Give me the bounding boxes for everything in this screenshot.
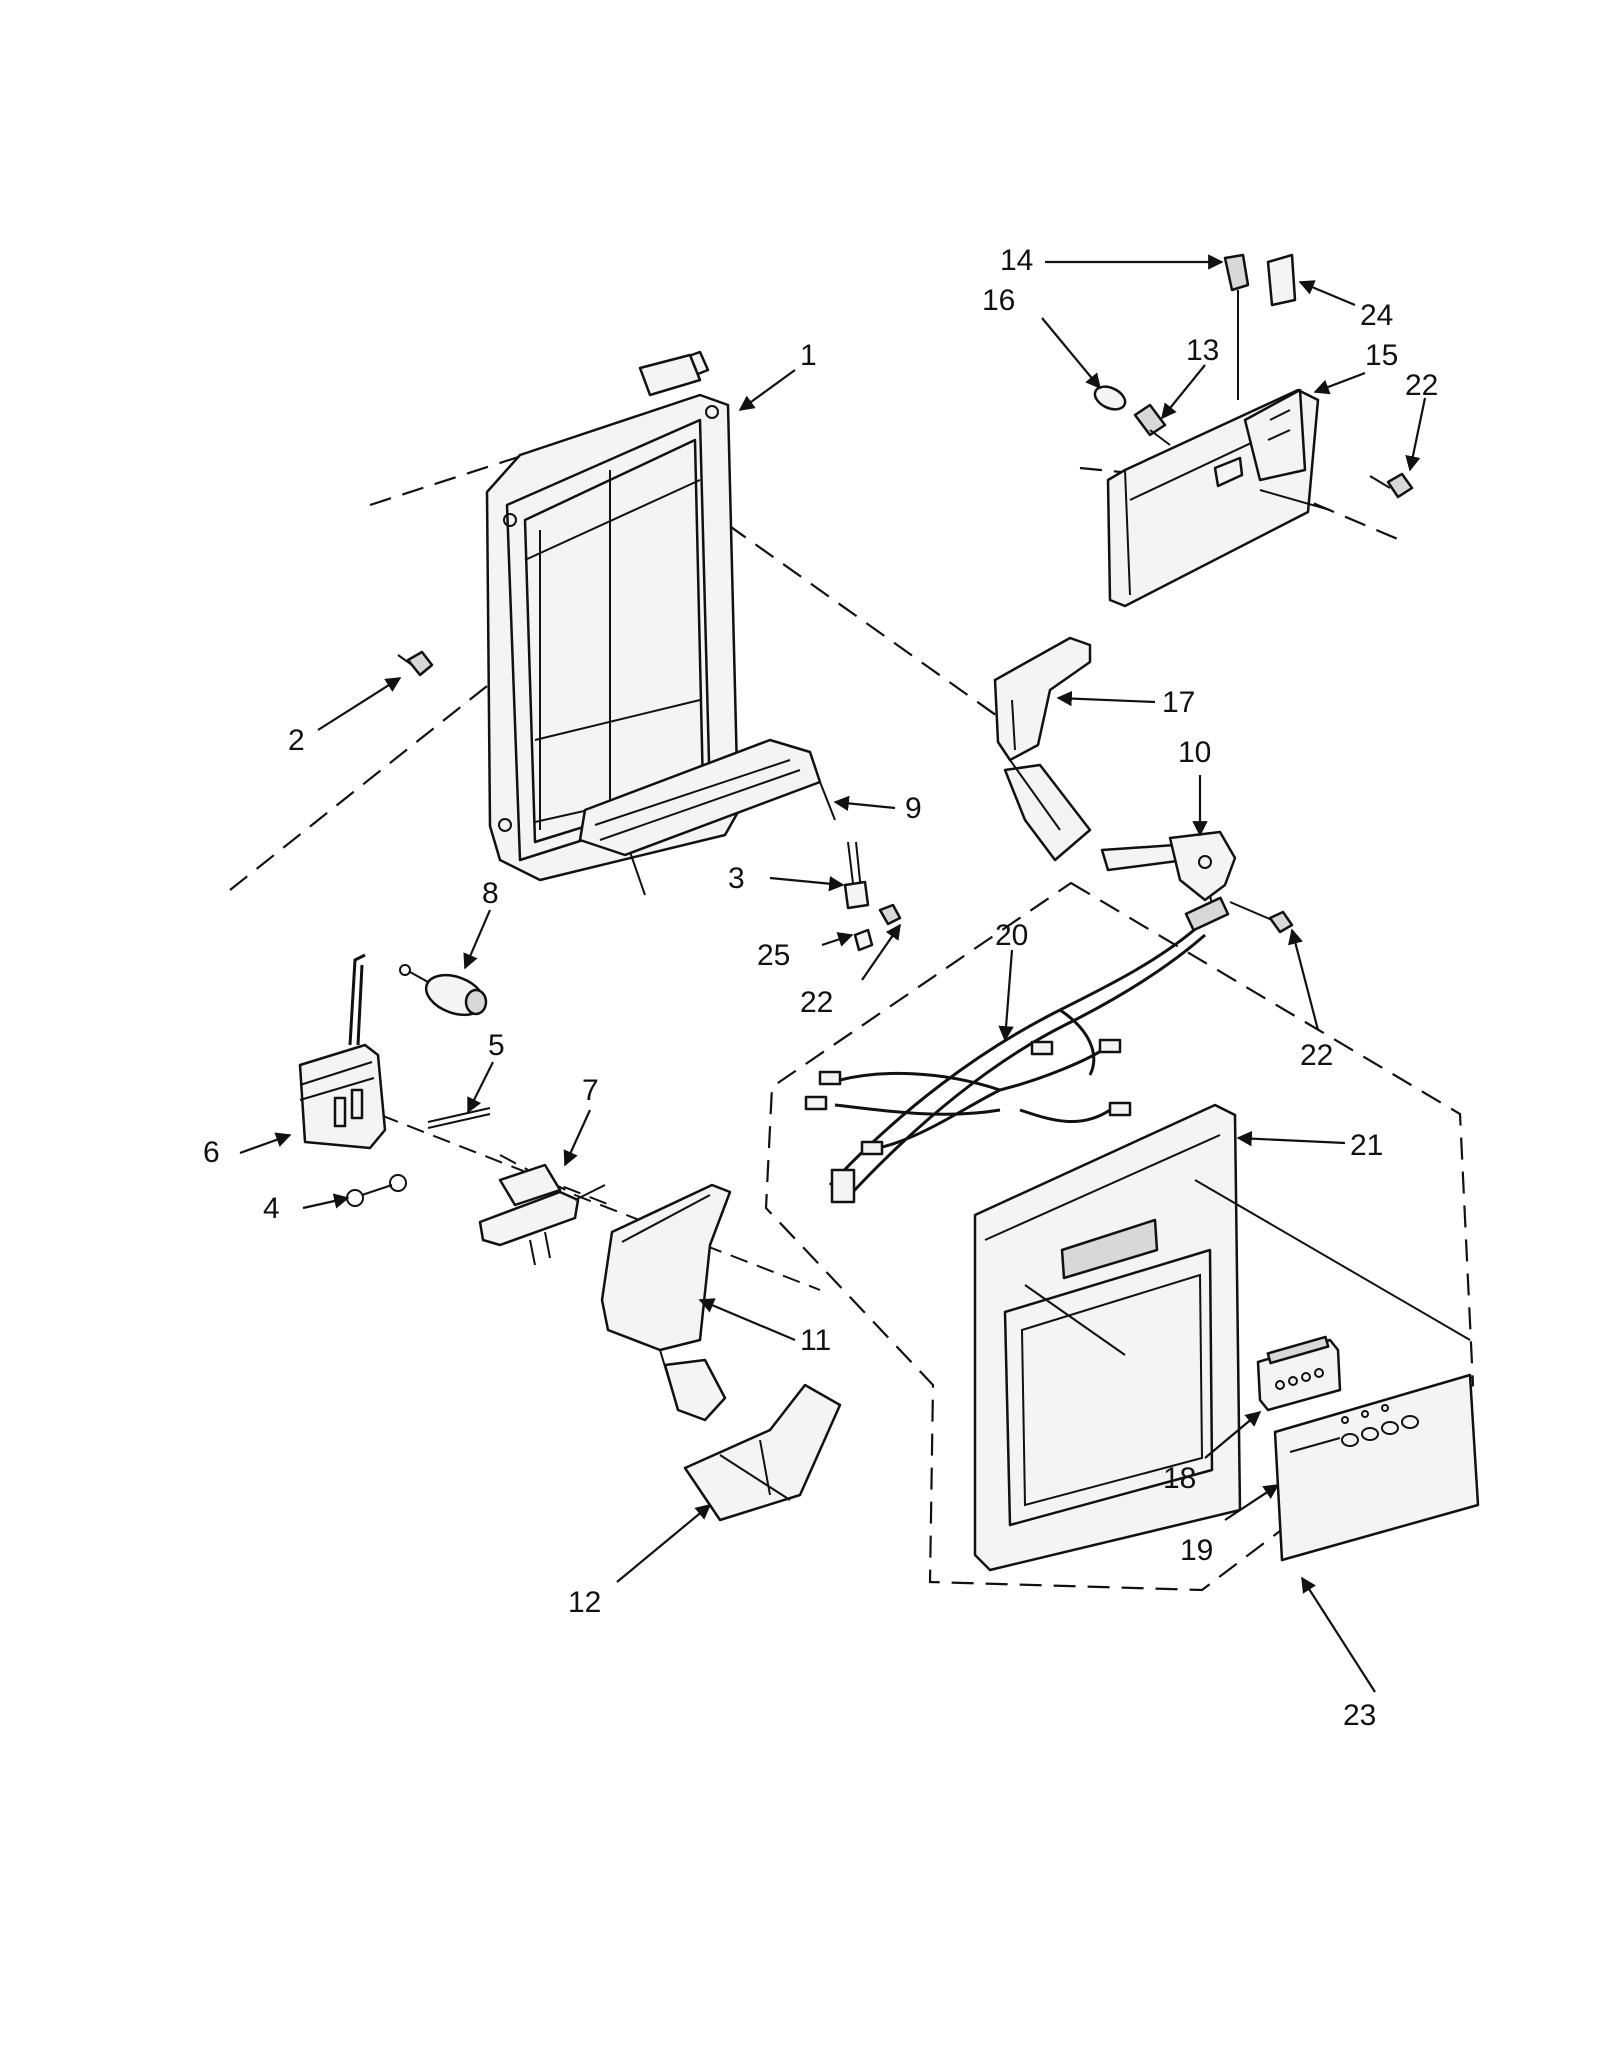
actuator-10	[1100, 830, 1237, 921]
callout-labels: 1 2 3 4 5 6 7 8 9 10 11 12 13 14 15 16 1…	[203, 244, 1438, 1732]
screw-2	[397, 650, 434, 677]
callout-6: 6	[203, 1136, 220, 1169]
callout-25: 25	[757, 939, 790, 972]
callout-16: 16	[982, 284, 1015, 317]
callout-24: 24	[1360, 299, 1393, 332]
callout-17: 17	[1162, 686, 1195, 719]
callout-3: 3	[728, 862, 745, 895]
callout-22c: 22	[1300, 1039, 1333, 1072]
chute-flap	[578, 738, 836, 896]
callout-15: 15	[1365, 339, 1398, 372]
lamp-socket	[1133, 403, 1171, 446]
spring-4	[346, 1174, 407, 1207]
callout-4: 4	[263, 1192, 280, 1225]
callout-13: 13	[1186, 334, 1219, 367]
lamp-housing	[1106, 388, 1331, 608]
callout-20: 20	[995, 919, 1028, 952]
callout-14: 14	[1000, 244, 1033, 277]
dispenser-housing	[485, 350, 740, 882]
callout-23: 23	[1343, 1699, 1376, 1732]
switch-board-18	[1256, 1335, 1342, 1412]
assembly-boundary-lines	[229, 448, 1401, 1291]
overlay-19	[1273, 1373, 1480, 1562]
callout-7: 7	[582, 1074, 599, 1107]
callout-21: 21	[1350, 1129, 1383, 1162]
screw-22-mid	[878, 903, 902, 926]
control-assembly-outline	[764, 881, 1475, 1592]
wire-harness-20	[804, 896, 1230, 1204]
chute-insert-12	[683, 1383, 842, 1522]
callout-5: 5	[488, 1029, 505, 1062]
callout-18: 18	[1163, 1462, 1196, 1495]
callout-11: 11	[800, 1324, 831, 1357]
callout-10: 10	[1178, 736, 1211, 769]
callout-22a: 22	[1405, 369, 1438, 402]
bracket-7	[478, 1163, 606, 1266]
switch-14	[1223, 253, 1250, 400]
clip-25	[853, 928, 874, 952]
screw-22-right	[1229, 901, 1294, 934]
callout-12: 12	[568, 1586, 601, 1619]
chute-door-11	[600, 1183, 732, 1422]
callout-19: 19	[1180, 1534, 1213, 1567]
callout-9: 9	[905, 792, 922, 825]
plate-24	[1266, 253, 1297, 307]
callout-8: 8	[482, 877, 499, 910]
leader-lines	[239, 254, 1427, 1693]
spring-3	[843, 841, 870, 910]
solenoid-8	[399, 964, 488, 1017]
callout-2: 2	[288, 724, 305, 757]
motor-6	[298, 953, 387, 1150]
rod-5	[427, 1107, 491, 1129]
screw-22-top	[1369, 472, 1414, 499]
lever-17	[993, 636, 1092, 862]
front-panel-21	[973, 1103, 1471, 1572]
callout-22b: 22	[800, 986, 833, 1019]
callout-1: 1	[800, 339, 817, 372]
light-bulb	[1093, 385, 1127, 411]
